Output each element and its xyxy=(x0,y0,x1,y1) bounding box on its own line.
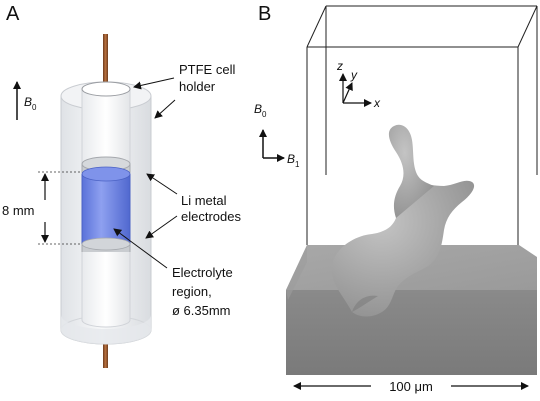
coordinate-axes: z y x xyxy=(336,59,381,110)
y-axis-label: y xyxy=(350,68,358,82)
top-wire xyxy=(103,34,108,88)
b0-b1-indicator: B 0 B 1 xyxy=(254,102,300,169)
outer-cylinder-base xyxy=(61,315,151,344)
bounding-box-front xyxy=(306,46,519,245)
panel-b: B xyxy=(254,3,538,394)
b0-field-indicator: B 0 xyxy=(13,81,37,120)
dendrite-structure xyxy=(331,124,475,317)
electrolyte-label-line1: Electrolyte xyxy=(172,265,233,280)
panel-a: A B 0 xyxy=(2,3,241,368)
b0-panel-b-symbol: B xyxy=(254,102,262,116)
b1-symbol: B xyxy=(287,152,295,166)
electrode-callout-arrow-1 xyxy=(146,173,178,195)
substrate-left-edge xyxy=(286,245,307,300)
panel-b-letter: B xyxy=(258,3,271,25)
lower-plug xyxy=(81,252,131,328)
dimension-8mm: 8 mm xyxy=(2,171,82,245)
holder-callout-arrow-2 xyxy=(154,99,176,119)
electrolyte-callout-arrow xyxy=(113,228,168,269)
electrolyte-top-face xyxy=(81,166,131,182)
z-axis-label: z xyxy=(336,59,343,73)
scale-bar: 100 μm xyxy=(293,379,529,394)
electrodes-label-line1: Li metal xyxy=(181,193,227,208)
upper-plug-top xyxy=(81,81,131,97)
holder-label-line1: PTFE cell xyxy=(179,62,235,77)
dimension-label: 8 mm xyxy=(2,203,35,218)
b1-subscript: 1 xyxy=(295,160,300,169)
b0-subscript: 0 xyxy=(32,103,37,112)
electrolyte-label-line2: region, xyxy=(172,284,212,299)
substrate-front xyxy=(286,290,537,375)
dendrite-branch xyxy=(388,124,434,218)
x-axis-label: x xyxy=(373,96,381,110)
bottom-electrode-face xyxy=(81,237,131,251)
y-axis-arrow xyxy=(342,82,353,104)
electrodes-label-line2: electrodes xyxy=(181,209,241,224)
holder-label-line2: holder xyxy=(179,79,216,94)
b0-panel-b-subscript: 0 xyxy=(262,110,267,119)
electrolyte-label-line3: ø 6.35mm xyxy=(172,303,231,318)
dendrite-body xyxy=(331,180,475,317)
scale-bar-label: 100 μm xyxy=(389,379,433,394)
bounding-box-back xyxy=(306,5,538,175)
panel-a-letter: A xyxy=(6,3,20,25)
bottom-wire xyxy=(103,338,108,368)
electrode-callout-arrow-2 xyxy=(145,215,178,239)
dendrite-shadow xyxy=(352,295,378,312)
holder-callout-arrow-1 xyxy=(133,77,175,90)
b0-symbol: B xyxy=(24,95,32,109)
